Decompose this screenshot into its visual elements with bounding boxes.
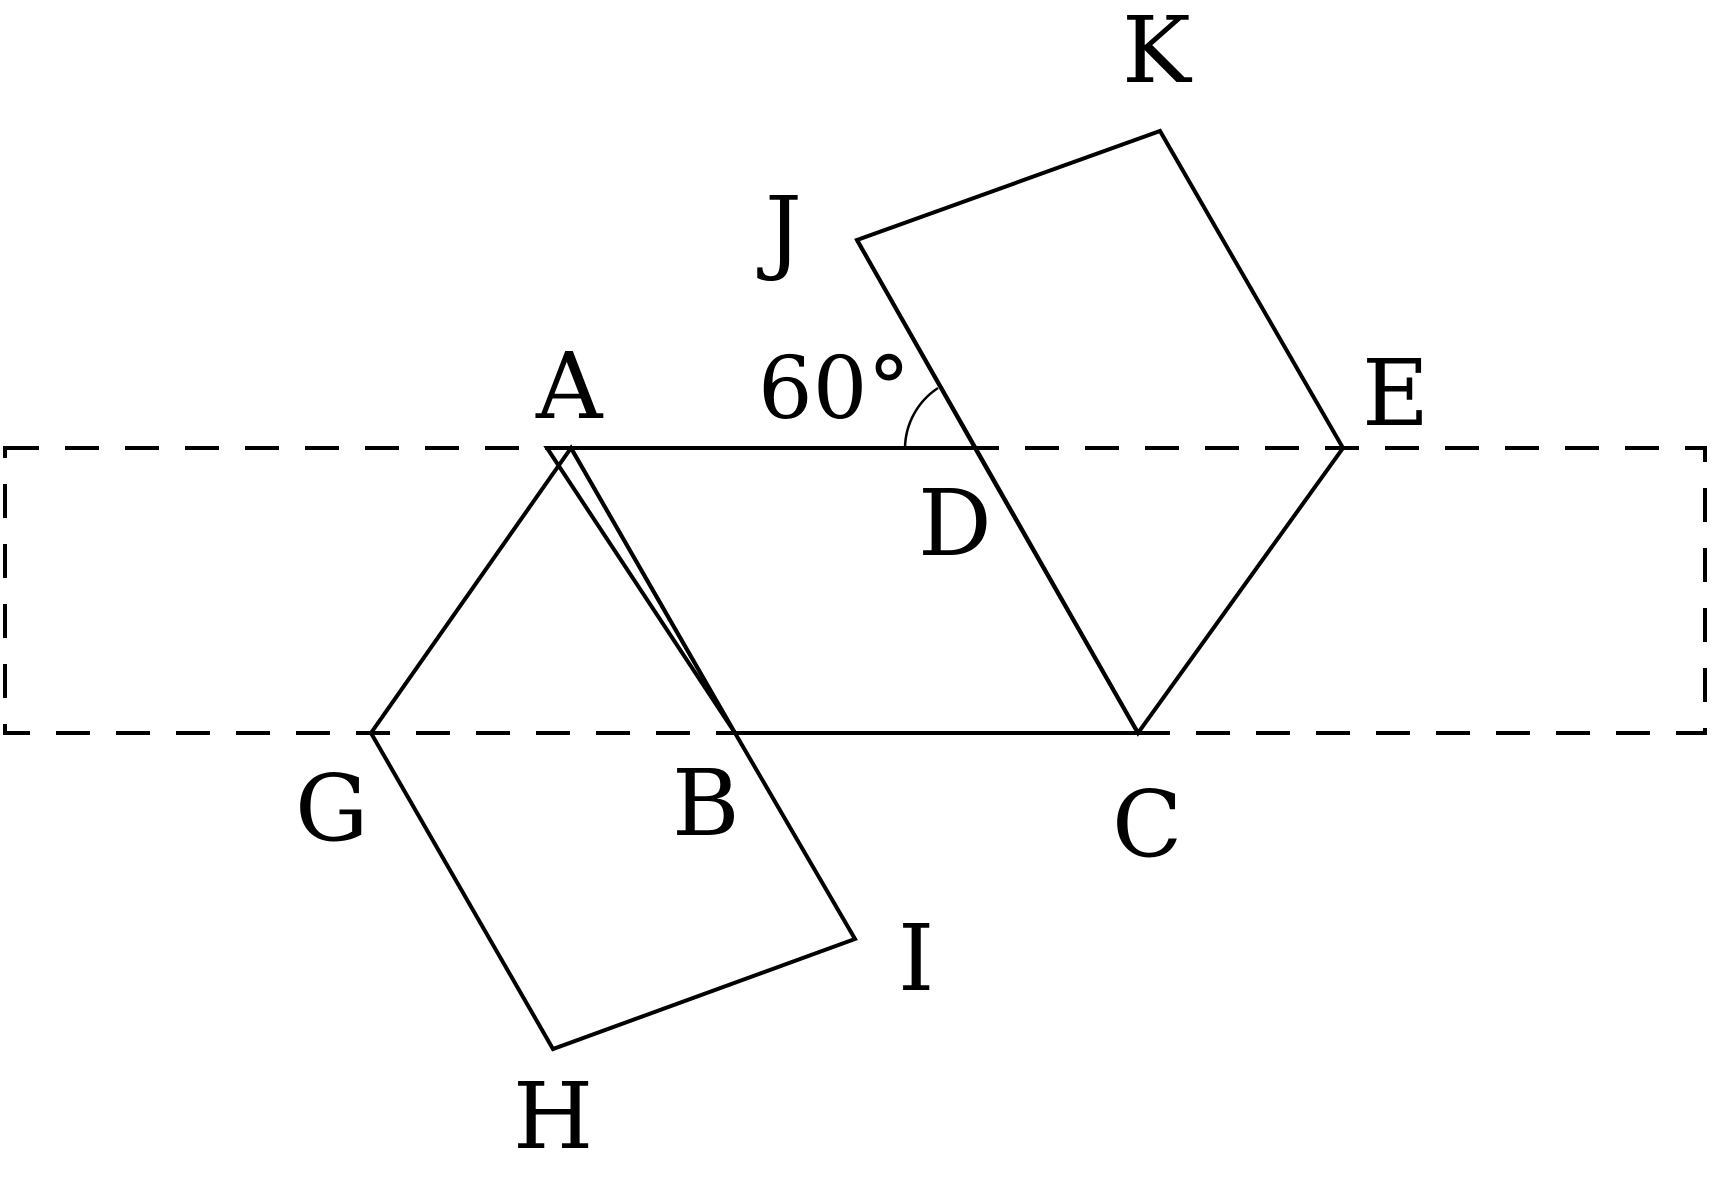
label-c: C (1112, 771, 1182, 878)
label-d: D (918, 470, 992, 577)
label-g: G (295, 755, 369, 862)
label-b: B (672, 750, 740, 857)
edge-ab (569, 447, 1138, 735)
label-i: I (898, 905, 934, 1012)
dashed-rectangle (3, 446, 1707, 735)
label-e: E (1362, 340, 1429, 447)
label-k: K (1122, 0, 1193, 104)
label-a: A (535, 333, 604, 440)
angle-arc (903, 386, 939, 449)
parallelogram-abcd (543, 446, 1142, 735)
square-abhi-side-ab (368, 444, 858, 1052)
label-j: J (757, 177, 802, 284)
square-on-side-dc (854, 128, 1346, 737)
edge-dc (855, 239, 1140, 734)
label-h: H (513, 1063, 593, 1170)
angle-label: 60° (758, 339, 910, 439)
